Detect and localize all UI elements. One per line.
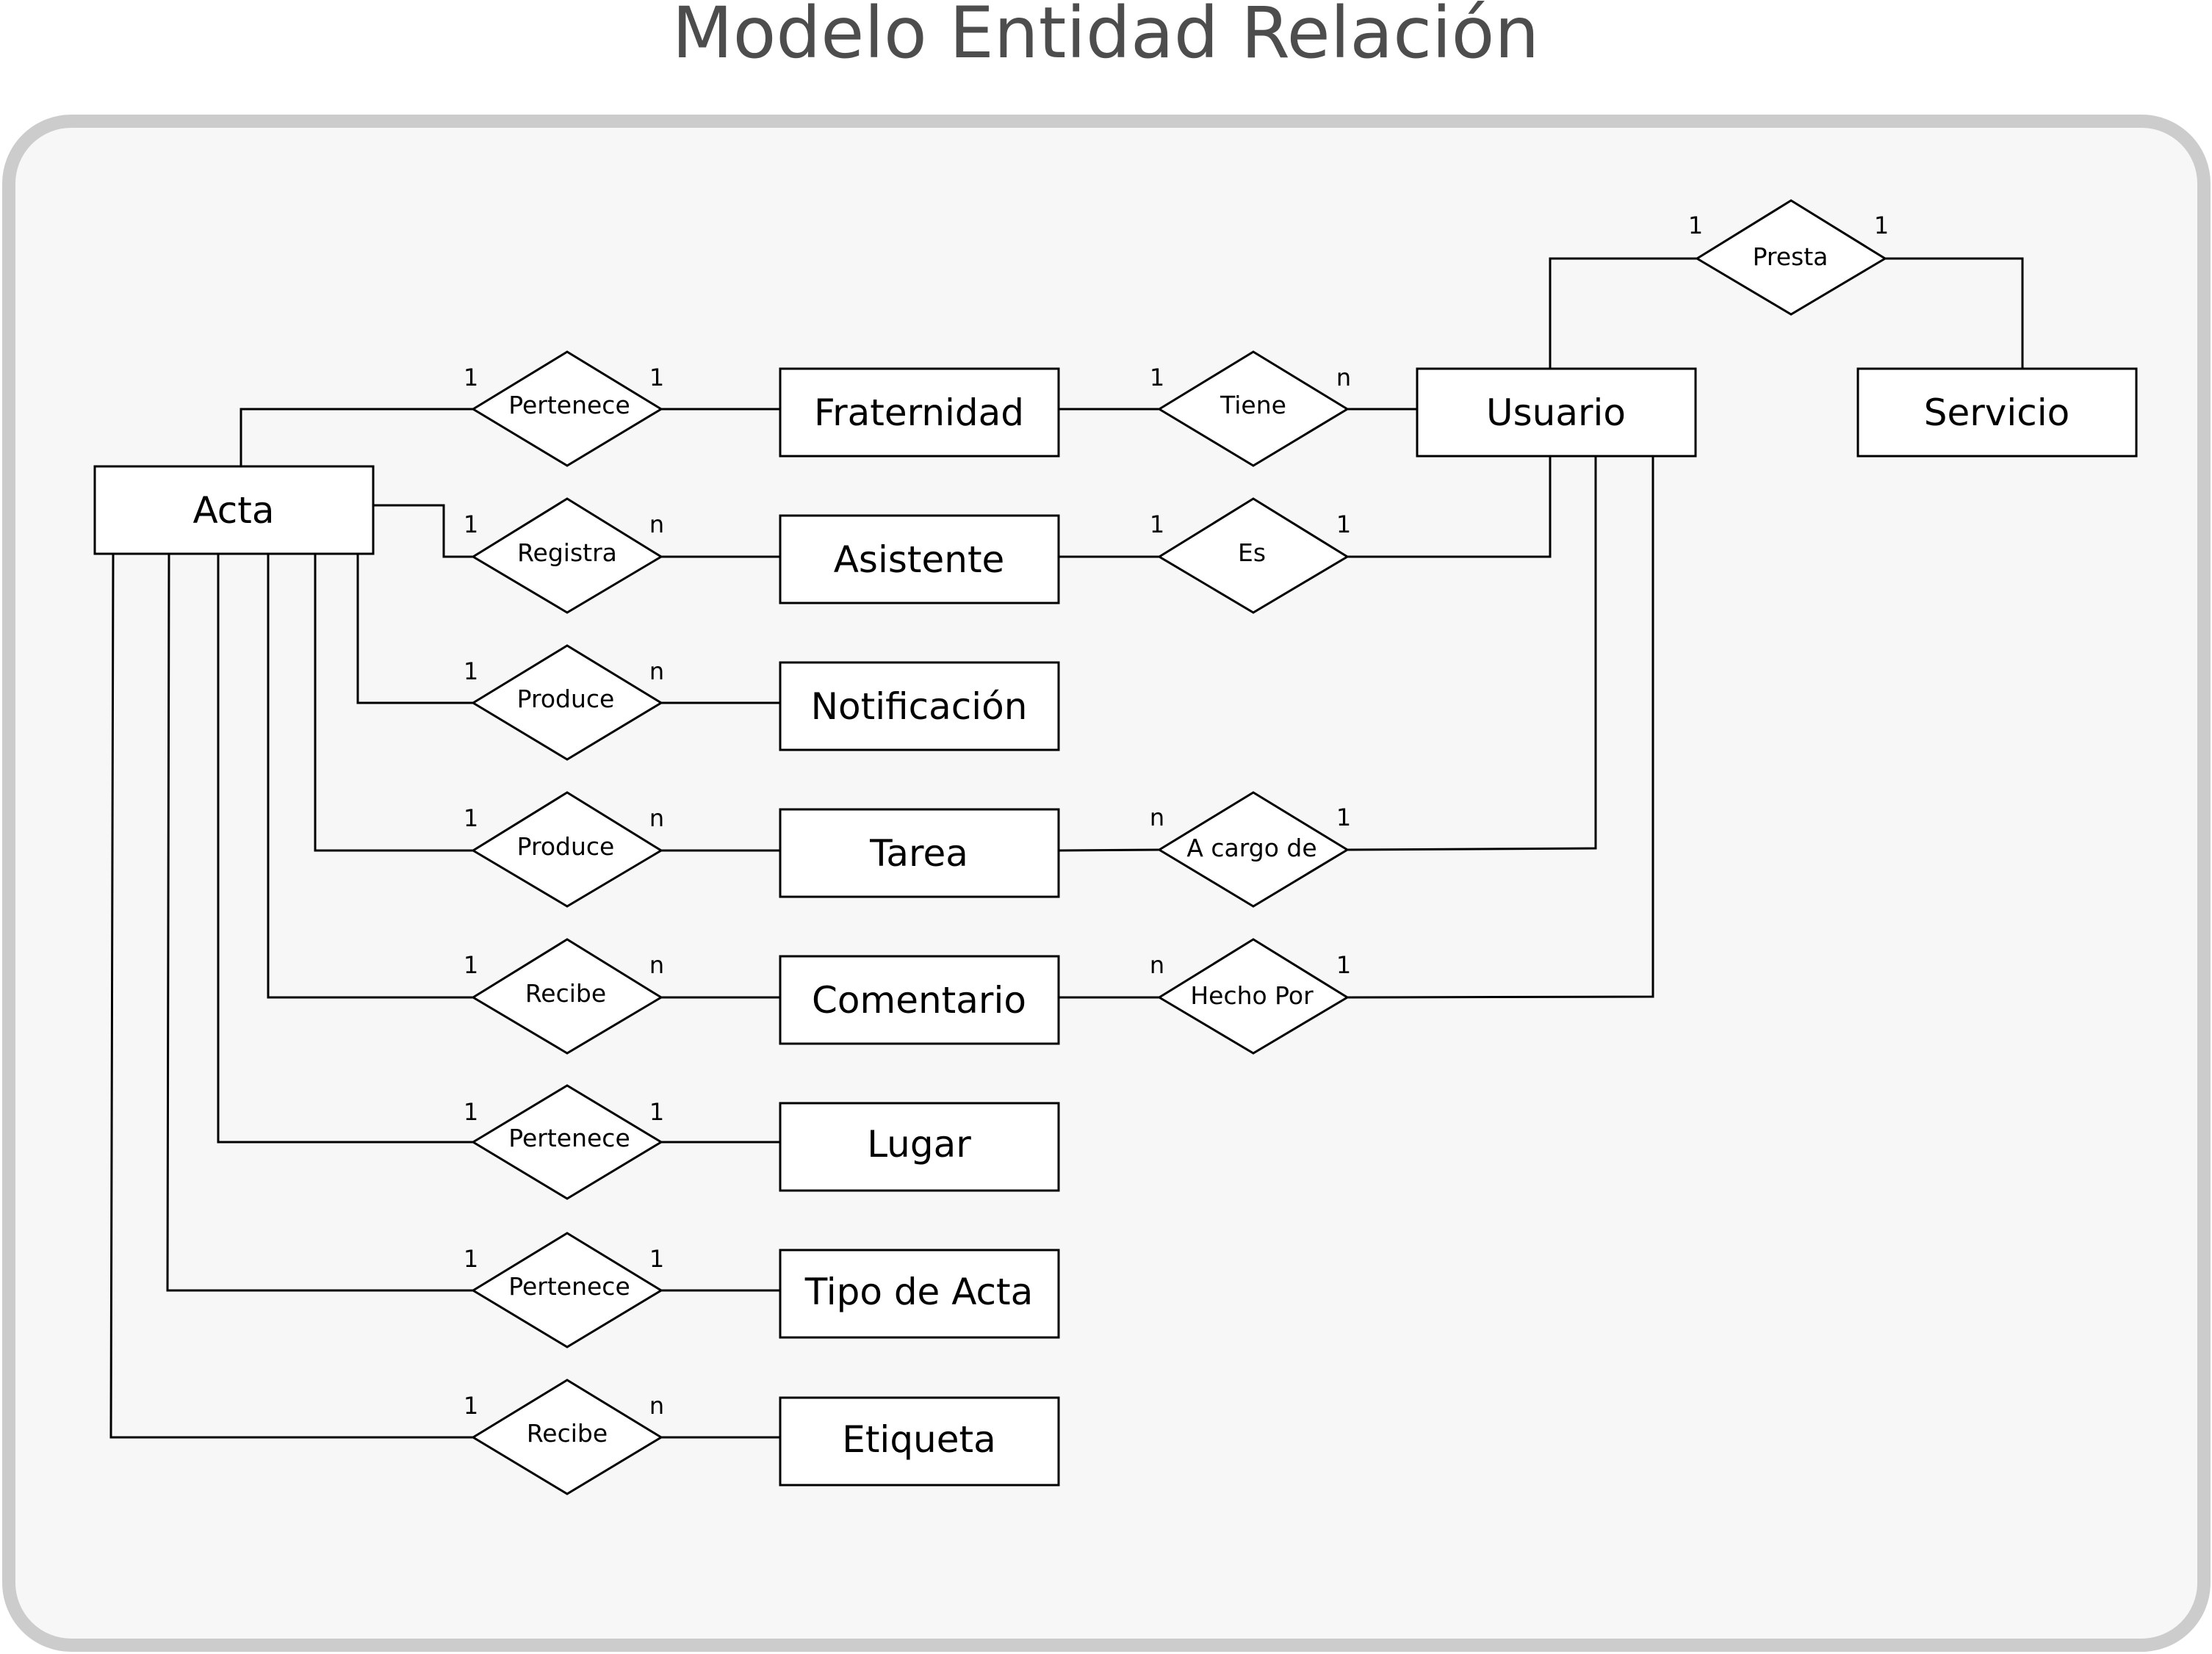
relationship-label: Registra	[517, 538, 617, 567]
relationship-label: Tiene	[1220, 391, 1286, 419]
link-acta-recibe-comentario	[267, 554, 473, 999]
cardinality-left: 1	[464, 510, 478, 538]
cardinality-right: n	[1336, 364, 1351, 391]
link-acta-recibe-etiqueta	[109, 553, 473, 1439]
relationship-pertenece-lugar: Pertenece 1 1	[464, 1084, 664, 1200]
entity-asistente: Asistente	[779, 514, 1060, 604]
entity-label: Tarea	[869, 832, 968, 875]
relationship-label: Es	[1238, 538, 1266, 567]
relationship-pertenece-tipo: Pertenece 1 1	[464, 1232, 664, 1348]
cardinality-right: n	[649, 1392, 664, 1420]
entity-label: Comentario	[812, 979, 1026, 1022]
link-presta-servicio	[1885, 257, 2024, 369]
cardinality-left: 1	[464, 804, 478, 832]
entity-label: Lugar	[867, 1123, 971, 1166]
cardinality-left: 1	[464, 1392, 478, 1420]
relationship-label: Presta	[1753, 242, 1829, 271]
relationship-label: Pertenece	[508, 1124, 630, 1152]
relationship-recibe-etiqueta: Recibe 1 n	[464, 1379, 664, 1495]
entity-usuario: Usuario	[1416, 367, 1697, 458]
cardinality-right: 1	[1874, 212, 1889, 239]
cardinality-right: n	[649, 657, 664, 685]
relationship-hecho-por: Hecho Por n 1	[1150, 938, 1351, 1055]
entity-tipo-de-acta: Tipo de Acta	[779, 1249, 1060, 1339]
relationship-tiene: Tiene 1 n	[1150, 350, 1351, 467]
cardinality-left: 1	[464, 364, 478, 391]
relationship-es: Es 1 1	[1150, 497, 1351, 614]
relationship-label: Hecho Por	[1190, 981, 1314, 1010]
connectors	[109, 257, 2024, 1439]
relationship-produce-notificacion: Produce 1 n	[464, 644, 664, 761]
entity-label: Etiqueta	[842, 1418, 996, 1461]
relationship-label: Produce	[517, 685, 615, 713]
link-es-usuario	[1347, 455, 1552, 558]
entity-label: Notificación	[811, 685, 1028, 728]
cardinality-left: 1	[464, 951, 478, 979]
cardinality-left: 1	[464, 1098, 478, 1126]
entity-etiqueta: Etiqueta	[779, 1396, 1060, 1487]
cardinality-right: n	[649, 510, 664, 538]
cardinality-left: 1	[1150, 364, 1164, 391]
entity-label: Asistente	[834, 538, 1005, 581]
link-acta-pertenece-tipo	[166, 553, 473, 1292]
link-usuario-presta	[1549, 257, 1697, 369]
relationship-label: Produce	[517, 832, 615, 861]
entity-lugar: Lugar	[779, 1102, 1060, 1192]
cardinality-left: 1	[1150, 510, 1164, 538]
link-acta-pertenece-lugar	[217, 554, 473, 1144]
relationship-presta: Presta 1 1	[1688, 199, 1889, 316]
cardinality-right: n	[649, 804, 664, 832]
entity-label: Fraternidad	[814, 391, 1024, 434]
entity-tarea: Tarea	[779, 808, 1060, 898]
entity-label: Usuario	[1486, 391, 1626, 434]
entity-label: Servicio	[1924, 391, 2070, 434]
diagram-frame	[2, 115, 2211, 1652]
cardinality-right: 1	[1336, 510, 1351, 538]
entity-comentario: Comentario	[779, 955, 1060, 1045]
relationship-pertenece-fraternidad: Pertenece 1 1	[464, 350, 664, 467]
relationship-a-cargo-de: A cargo de n 1	[1150, 791, 1351, 908]
relationship-label: Pertenece	[508, 1272, 630, 1301]
entity-label: Acta	[192, 489, 274, 532]
relationship-label: Recibe	[525, 979, 606, 1008]
cardinality-right: 1	[1336, 951, 1351, 979]
link-acta-registra	[373, 504, 473, 558]
relationship-produce-tarea: Produce 1 n	[464, 791, 664, 908]
cardinality-left: n	[1150, 803, 1164, 831]
entity-servicio: Servicio	[1856, 367, 2138, 458]
relationship-registra: Registra 1 n	[464, 497, 664, 614]
link-a-cargo-de-usuario	[1347, 455, 1597, 851]
link-acta-produce-notificacion	[356, 554, 473, 704]
cardinality-right: 1	[649, 364, 664, 391]
link-acta-pertenece-fraternidad	[239, 408, 473, 466]
cardinality-left: 1	[1688, 212, 1703, 239]
relationship-recibe-comentario: Recibe 1 n	[464, 938, 664, 1055]
relationship-label: Recibe	[527, 1419, 608, 1448]
cardinality-left: 1	[464, 657, 478, 685]
link-acta-produce-tarea	[314, 554, 473, 852]
link-hecho-por-usuario	[1347, 455, 1654, 999]
cardinality-left: n	[1150, 951, 1164, 979]
link-tarea-a-cargo-de	[1058, 848, 1160, 852]
cardinality-left: 1	[464, 1245, 478, 1273]
entity-fraternidad: Fraternidad	[779, 367, 1060, 458]
cardinality-right: 1	[649, 1098, 664, 1126]
entity-label: Tipo de Acta	[804, 1271, 1034, 1313]
diagram-title: Modelo Entidad Relación	[672, 0, 1540, 74]
relationship-label: A cargo de	[1186, 834, 1316, 862]
entity-notificacion: Notificación	[779, 661, 1060, 751]
cardinality-right: 1	[1336, 803, 1351, 831]
cardinality-right: 1	[649, 1245, 664, 1273]
entity-acta: Acta	[93, 465, 375, 555]
cardinality-right: n	[649, 951, 664, 979]
relationship-label: Pertenece	[508, 391, 630, 419]
